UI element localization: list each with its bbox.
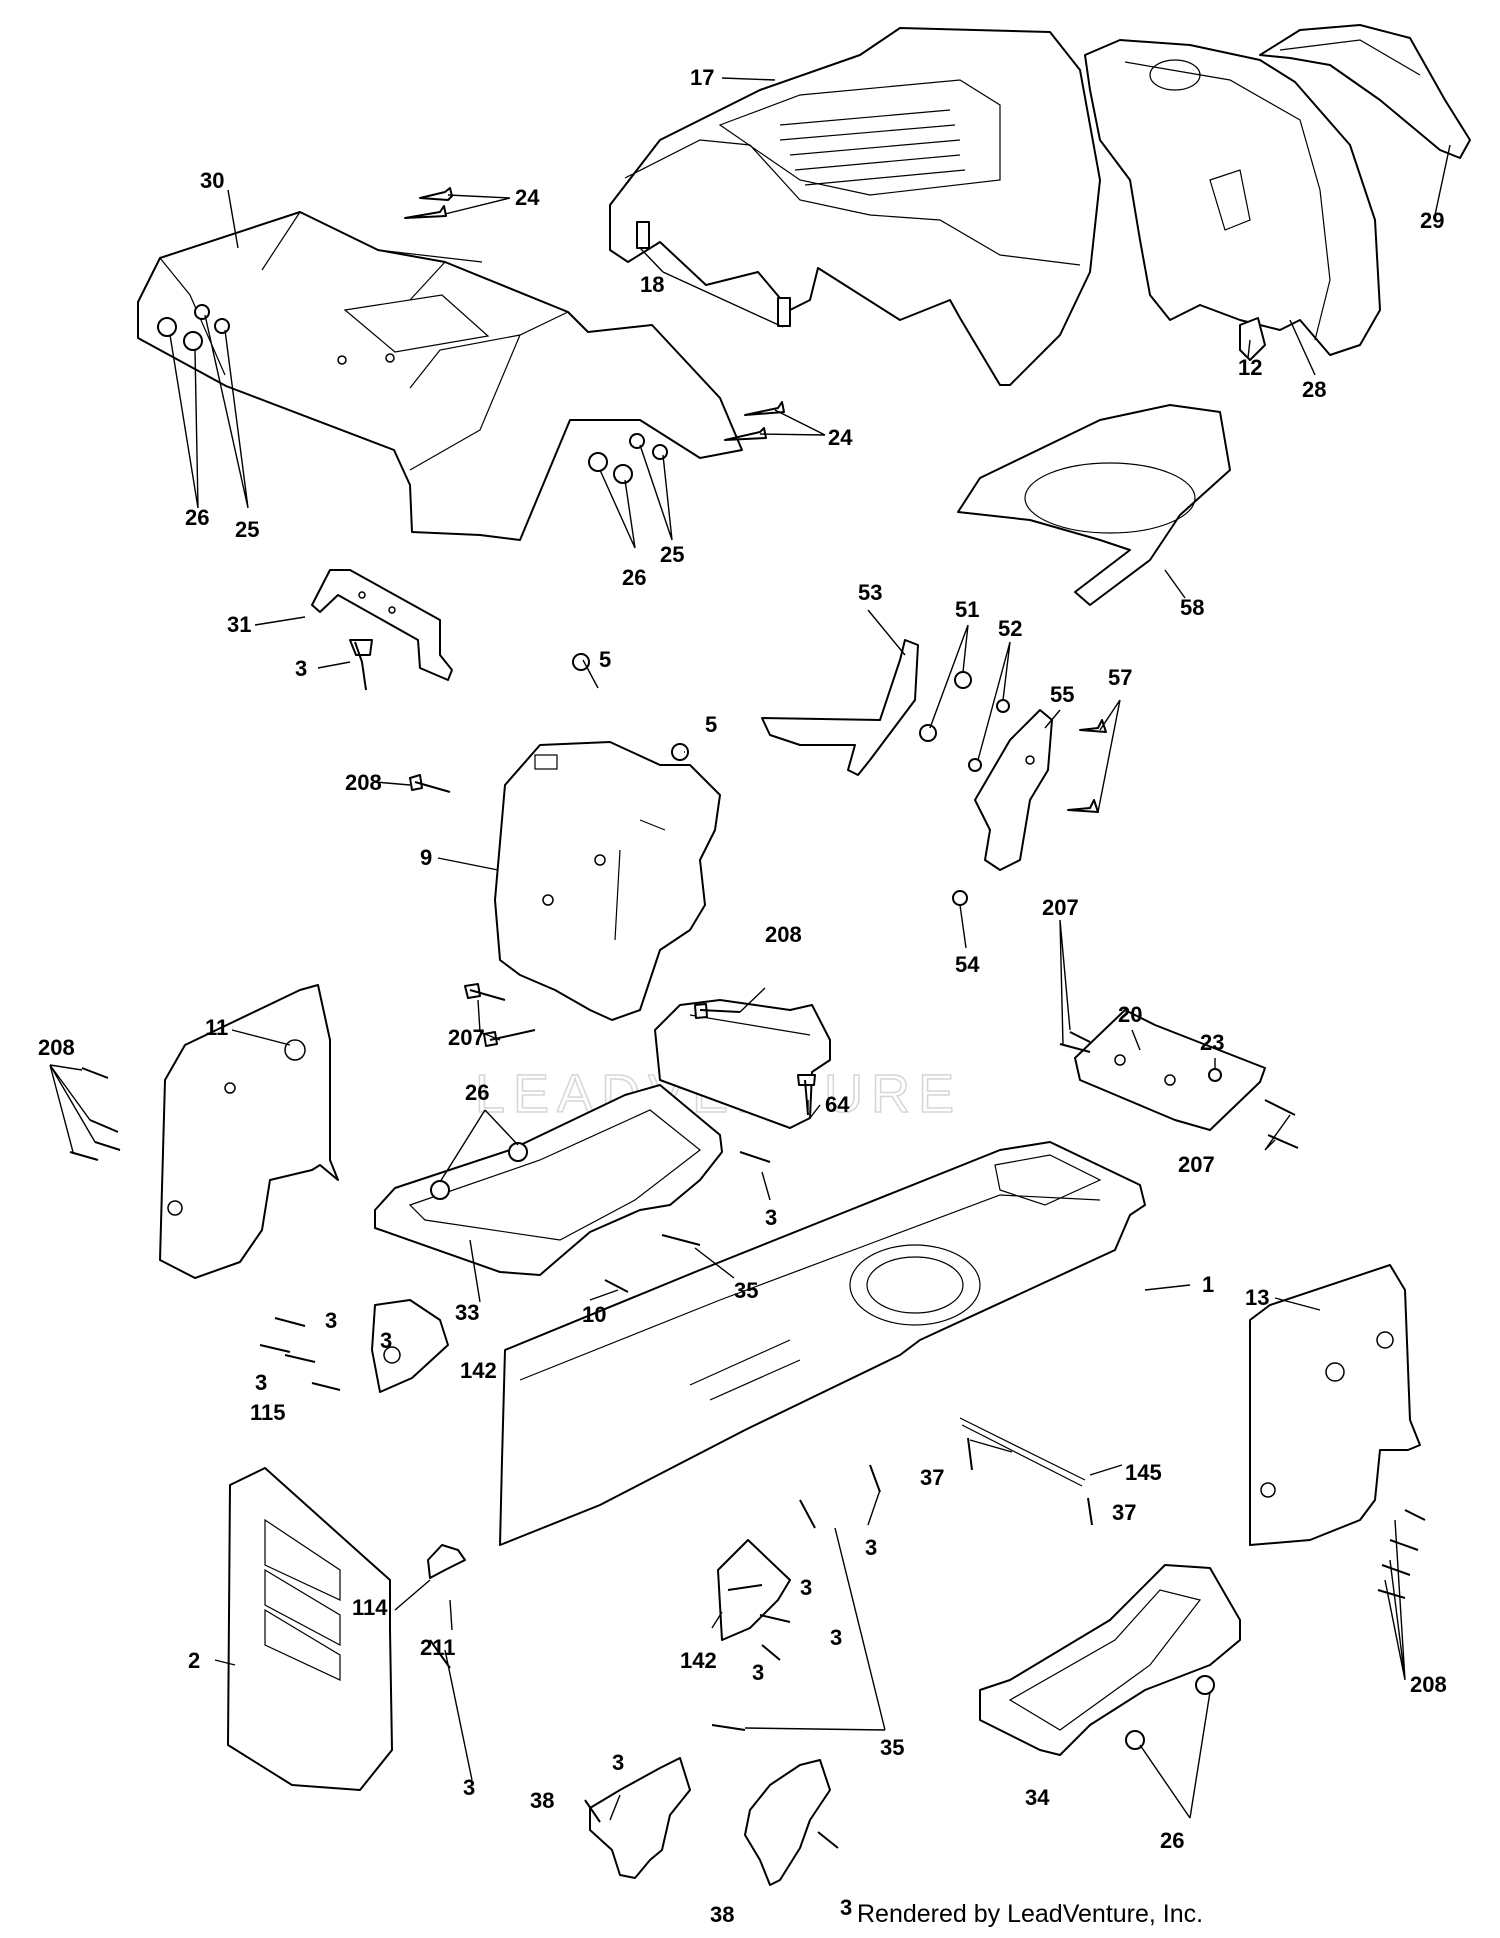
callout-label: 207	[1178, 1152, 1215, 1177]
part-64-shield	[654, 999, 831, 1129]
part-142-bracket	[371, 1299, 449, 1393]
callout-label: 3	[380, 1328, 392, 1353]
callout-label: 34	[1025, 1785, 1050, 1810]
callout-label: 23	[1200, 1030, 1224, 1055]
callout-label: 55	[1050, 682, 1074, 707]
callout-label: 145	[1125, 1460, 1162, 1485]
callout-label: 17	[690, 65, 714, 90]
callout-label: 142	[460, 1358, 497, 1383]
callout-labels: 17 30 24 29 18 12 28 24 26 25 26 25 58 3…	[38, 65, 1447, 1927]
callout-label: 3	[255, 1370, 267, 1395]
callout-label: 13	[1245, 1285, 1269, 1310]
callout-label: 3	[830, 1625, 842, 1650]
callout-label: 3	[325, 1308, 337, 1333]
callout-label: 3	[463, 1775, 475, 1800]
callout-label: 31	[227, 612, 251, 637]
callout-label: 25	[235, 517, 259, 542]
part-1-frame	[499, 1141, 1146, 1546]
callout-label: 57	[1108, 665, 1132, 690]
callout-label: 20	[1118, 1002, 1142, 1027]
part-33-footrest	[374, 1084, 723, 1276]
part-12-clip	[1239, 317, 1266, 361]
callout-label: 207	[1042, 895, 1079, 920]
callout-label: 37	[920, 1465, 944, 1490]
callout-label: 54	[955, 952, 980, 977]
callout-label: 207	[448, 1025, 485, 1050]
callout-label: 24	[515, 185, 540, 210]
part-38-bracket-right	[744, 1759, 831, 1886]
callout-label: 24	[828, 425, 853, 450]
part-145-rod	[959, 1417, 1086, 1487]
callout-label: 64	[825, 1092, 850, 1117]
callout-label: 11	[205, 1015, 228, 1040]
callout-label: 26	[465, 1080, 489, 1105]
callout-label: 30	[200, 168, 224, 193]
part-30-fender	[137, 211, 743, 541]
callout-label: 58	[1180, 595, 1204, 620]
callout-label: 114	[352, 1595, 388, 1620]
part-20-plate	[1074, 1009, 1266, 1131]
callout-label: 3	[765, 1205, 777, 1230]
callout-label: 3	[865, 1535, 877, 1560]
callout-label: 3	[612, 1750, 624, 1775]
part-53-bracket	[761, 639, 919, 776]
callout-label: 38	[710, 1902, 734, 1927]
callout-label: 37	[1112, 1500, 1136, 1525]
part-28-grille-housing	[1084, 39, 1381, 356]
part-142-bracket-lower	[717, 1539, 791, 1641]
callout-label: 38	[530, 1788, 554, 1813]
callout-label: 208	[765, 922, 802, 947]
leader-lines	[49, 77, 1451, 1821]
callout-label: 25	[660, 542, 684, 567]
callout-label: 26	[1160, 1828, 1184, 1853]
callout-label: 115	[250, 1400, 286, 1425]
callout-label: 9	[420, 845, 432, 870]
callout-label: 51	[955, 597, 979, 622]
callout-label: 26	[622, 565, 646, 590]
fasteners	[69, 187, 1426, 1849]
callout-label: 208	[38, 1035, 75, 1060]
part-29-grille	[1259, 24, 1471, 159]
callout-label: 3	[840, 1895, 852, 1920]
callout-label: 211	[420, 1635, 456, 1660]
callout-label: 142	[680, 1648, 717, 1673]
part-55-bracket	[974, 709, 1053, 871]
callout-label: 12	[1238, 355, 1262, 380]
callout-label: 3	[295, 656, 307, 681]
part-31-bracket	[311, 569, 453, 681]
callout-label: 35	[734, 1278, 758, 1303]
callout-label: 10	[582, 1302, 606, 1327]
callout-label: 208	[1410, 1672, 1447, 1697]
part-34-footrest	[979, 1564, 1241, 1756]
callout-label: 18	[640, 272, 664, 297]
part-38-bracket-left	[589, 1757, 691, 1879]
callout-label: 28	[1302, 377, 1326, 402]
part-17-hood	[609, 27, 1101, 386]
part-13-side-panel	[1249, 1264, 1421, 1546]
callout-label: 5	[705, 712, 717, 737]
callout-label: 5	[599, 647, 611, 672]
callout-label: 26	[185, 505, 209, 530]
part-58-pan	[957, 404, 1231, 606]
part-18-tabs	[636, 221, 791, 327]
callout-label: 53	[858, 580, 882, 605]
part-9-plate	[494, 741, 721, 1021]
callout-label: 35	[880, 1735, 904, 1760]
callout-label: 208	[345, 770, 382, 795]
callout-label: 1	[1202, 1272, 1214, 1297]
part-2-plate	[227, 1467, 393, 1791]
callout-label: 3	[752, 1660, 764, 1685]
callout-label: 29	[1420, 208, 1444, 233]
callout-label: 33	[455, 1300, 479, 1325]
rendered-by-footer: Rendered by LeadVenture, Inc.	[857, 1900, 1204, 1928]
callout-label: 2	[188, 1648, 200, 1673]
callout-label: 52	[998, 616, 1022, 641]
part-11-side-panel	[159, 984, 339, 1279]
callout-label: 3	[800, 1575, 812, 1600]
